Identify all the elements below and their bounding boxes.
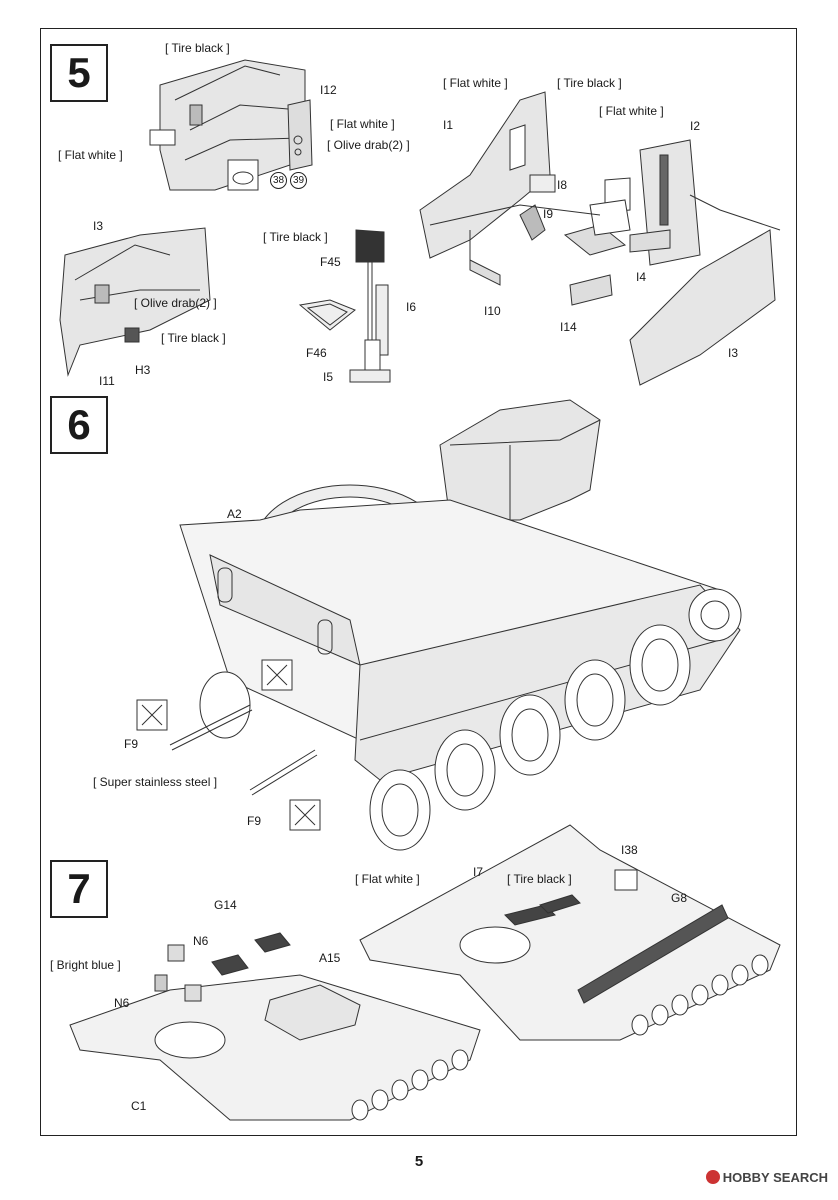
step-number-5: 5 xyxy=(50,44,108,102)
part-number: I3 xyxy=(728,346,739,360)
part-number: I38 xyxy=(621,843,638,857)
part-number: I14 xyxy=(560,320,577,334)
watermark: HOBBY SEARCH xyxy=(705,1170,828,1185)
color-label: [ Olive drab(2) ] xyxy=(134,296,217,310)
part-number: A2 xyxy=(227,507,242,521)
part-number: I3 xyxy=(93,219,104,233)
step5-art xyxy=(59,59,781,386)
part-number: I6 xyxy=(406,300,417,314)
part-number: A15 xyxy=(319,951,341,965)
part-number: I7 xyxy=(473,865,484,879)
decal-number: 39 xyxy=(290,172,307,189)
color-label: [ Super stainless steel ] xyxy=(93,775,218,789)
part-number: I9 xyxy=(543,207,554,221)
color-label: [ Flat white ] xyxy=(599,104,664,118)
color-label: [ Flat white ] xyxy=(355,872,420,886)
part-number: F9 xyxy=(247,814,262,828)
part-number: I12 xyxy=(320,83,337,97)
part-number: I1 xyxy=(443,118,454,132)
part-number: F45 xyxy=(320,255,341,269)
part-number: I4 xyxy=(636,270,647,284)
color-label: [ Flat white ] xyxy=(330,117,395,131)
step6-art xyxy=(136,399,742,851)
part-number: F46 xyxy=(306,346,327,360)
color-label: [ Tire black ] xyxy=(263,230,328,244)
watermark-text: HOBBY SEARCH xyxy=(722,1170,828,1185)
step7-art xyxy=(69,824,781,1121)
part-number: H3 xyxy=(135,363,151,377)
step-number-6: 6 xyxy=(50,396,108,454)
hobby-search-logo-icon xyxy=(705,1170,720,1184)
part-number: I2 xyxy=(690,119,701,133)
part-number: C1 xyxy=(131,1099,147,1113)
color-label: [ Flat white ] xyxy=(443,76,508,90)
part-number: F9 xyxy=(124,737,139,751)
color-label: [ Tire black ] xyxy=(507,872,572,886)
step-number-7: 7 xyxy=(50,860,108,918)
part-number: I8 xyxy=(557,178,568,192)
color-label: [ Tire black ] xyxy=(165,41,230,55)
color-label: [ Olive drab(2) ] xyxy=(327,138,410,152)
color-label: [ Flat white ] xyxy=(58,148,123,162)
color-label: [ Bright blue ] xyxy=(50,958,121,972)
part-number: N6 xyxy=(114,996,130,1010)
part-number: N6 xyxy=(193,934,209,948)
part-number: I10 xyxy=(484,304,501,318)
part-number: I5 xyxy=(323,370,334,384)
part-number: G14 xyxy=(214,898,237,912)
page-number: 5 xyxy=(414,1153,424,1170)
color-label: [ Tire black ] xyxy=(557,76,622,90)
page-frame xyxy=(40,28,797,1136)
part-number: I11 xyxy=(99,374,115,388)
part-number: G8 xyxy=(671,891,688,905)
decal-number: 38 xyxy=(270,172,287,189)
color-label: [ Tire black ] xyxy=(161,331,226,345)
